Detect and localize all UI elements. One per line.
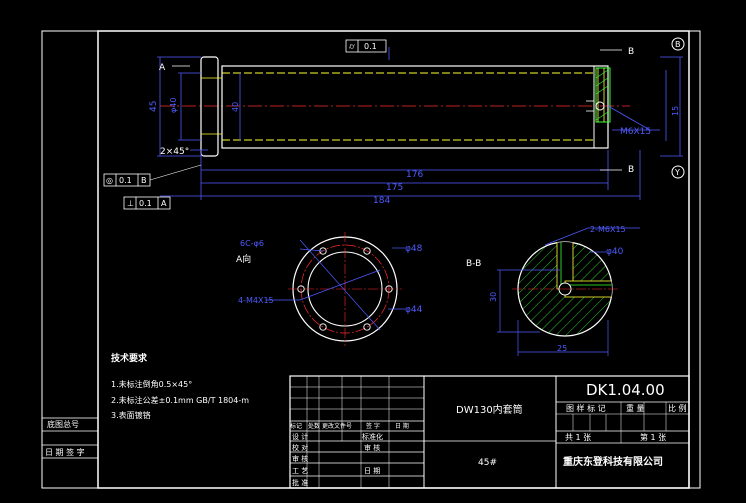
dim-175: 175 (386, 183, 403, 193)
left-flange (200, 56, 219, 157)
svg-text:◎: ◎ (106, 176, 113, 185)
side-table-row2: 日 期 签 字 (45, 447, 85, 457)
svg-text:0.1: 0.1 (119, 176, 132, 185)
hdr-weight: 重 量 (626, 403, 645, 413)
runout-frame: ◎ 0.1 B (103, 164, 202, 187)
sheet-number: 第 1 张 (640, 432, 666, 442)
dim-bb-phi40: φ40 (606, 247, 624, 257)
dim-phi48: φ48 (405, 244, 423, 254)
datum-y-marker: Y (671, 165, 685, 179)
svg-text:⌭: ⌭ (349, 42, 355, 51)
a-view: A向 6C-φ6 4-M4X15 φ48 φ44 (236, 232, 423, 346)
revision-headers: 标记 处数 更改文件号 签 字 日 期 (290, 422, 409, 430)
svg-text:0.1: 0.1 (364, 42, 377, 51)
shaft-dimensions (157, 47, 683, 200)
dim-phi40: φ40 (169, 98, 178, 113)
company-name: 重庆东登科技有限公司 (563, 455, 663, 468)
shaft-body (221, 65, 609, 149)
tech-req-item-1: 1.未标注倒角0.5×45° (111, 379, 192, 389)
technical-requirements: 技术要求 1.未标注倒角0.5×45° 2.未标注公差±0.1mm GB/T 1… (111, 352, 249, 420)
shaft-front-view (160, 56, 630, 157)
a-view-label: A向 (236, 253, 251, 265)
dim-bb-2-m6x15: 2-M6X15 (590, 225, 626, 234)
svg-text:日 期: 日 期 (364, 467, 380, 475)
svg-text:A: A (161, 199, 167, 208)
bb-label: B-B (466, 259, 481, 269)
svg-text:工 艺: 工 艺 (292, 467, 308, 475)
svg-text:审 核: 审 核 (292, 454, 308, 463)
section-b-label-top: B (628, 47, 634, 57)
chamfer-label: 2×45° (160, 147, 189, 157)
bb-section: B-B 2-M6X15 φ40 30 (466, 225, 640, 356)
svg-text:⊥: ⊥ (127, 199, 134, 208)
svg-text:日 期: 日 期 (395, 422, 409, 430)
svg-text:Y: Y (674, 168, 680, 177)
dim-176: 176 (406, 170, 423, 180)
sheet-total: 共 1 张 (565, 433, 591, 442)
svg-text:标准化: 标准化 (362, 432, 383, 441)
dim-15-right: 15 (671, 106, 680, 116)
tech-req-title: 技术要求 (111, 352, 148, 364)
dim-bb-25: 25 (557, 344, 567, 353)
hdr-scale: 比 例 (668, 403, 687, 413)
perpendicularity-frame: ⊥ 0.1 A (123, 196, 171, 210)
hdr-mark: 图 样 标 记 (566, 403, 606, 413)
part-name: DW130内套筒 (456, 403, 523, 416)
dim-m6x15: M6X15 (620, 127, 651, 137)
svg-text:B: B (141, 176, 147, 185)
right-hole (595, 101, 605, 111)
dim-4-m4x15: 4-M4X15 (238, 296, 274, 305)
svg-text:标记: 标记 (290, 422, 302, 430)
right-end (593, 65, 609, 149)
title-block (289, 375, 690, 489)
svg-text:处数: 处数 (308, 422, 320, 430)
title-block-rows: 设 计 校 对 审 核 工 艺 批 准 标准化 审 核 日 期 (292, 432, 383, 487)
drawing-number: DK1.04.00 (586, 381, 665, 399)
svg-text:批 准: 批 准 (292, 478, 308, 487)
tech-req-item-3: 3.表面镀铬 (111, 410, 151, 420)
dim-40: 40 (231, 102, 240, 112)
dim-6c-phi6: 6C-φ6 (240, 239, 264, 248)
svg-text:签 字: 签 字 (366, 422, 380, 430)
tech-req-item-2: 2.未标注公差±0.1mm GB/T 1804-m (111, 395, 249, 405)
right-thread-section (595, 67, 611, 123)
section-b-label-bottom: B (628, 165, 634, 175)
dim-184: 184 (373, 196, 390, 206)
svg-text:审 核: 审 核 (364, 443, 380, 452)
svg-text:校 对: 校 对 (292, 443, 308, 452)
datum-b-marker: B (671, 37, 685, 51)
dim-phi44: φ44 (405, 305, 423, 315)
dim-45: 45 (149, 101, 159, 112)
side-table-row1: 底图总号 (47, 419, 79, 429)
svg-text:设 计: 设 计 (292, 432, 308, 441)
section-a-label: A (159, 63, 166, 73)
svg-text:0.1: 0.1 (139, 199, 152, 208)
flatness-frame: ⌭ 0.1 (345, 39, 387, 53)
svg-text:更改文件号: 更改文件号 (322, 422, 352, 430)
dim-bb-30: 30 (489, 292, 498, 302)
material: 45# (478, 458, 497, 468)
side-table: 底图总号 日 期 签 字 (41, 417, 99, 459)
svg-text:B: B (675, 40, 681, 49)
